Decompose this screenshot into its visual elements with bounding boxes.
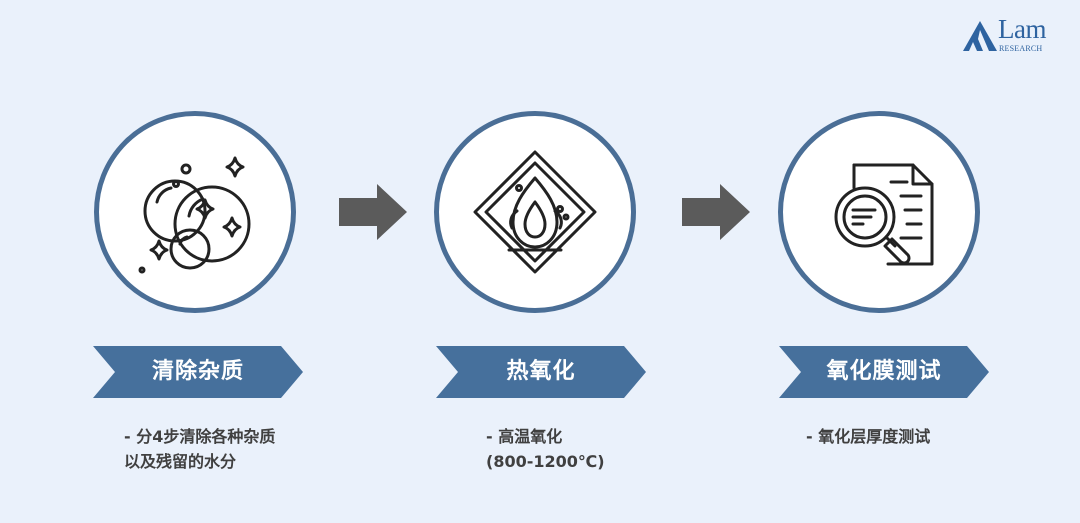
step-2-desc-line-2: (800-1200℃) [486, 452, 605, 471]
step-3-desc-line-1: - 氧化层厚度测试 [806, 427, 931, 446]
step-3-banner: 氧化膜测试 [779, 346, 989, 398]
bubbles-sparkle-icon [138, 156, 251, 274]
step-2-desc-line-1: - 高温氧化 [486, 427, 563, 446]
lam-logo-mark-icon [963, 21, 997, 51]
step-1-desc-line-1: - 分4步清除各种杂质 [124, 427, 276, 446]
step-1-description: - 分4步清除各种杂质 以及残留的水分 [124, 424, 275, 474]
document-magnifier-icon [834, 163, 934, 266]
step-3-title: 氧化膜测试 [826, 359, 942, 384]
lam-research-logo: Lam RESEARCH [962, 14, 1062, 58]
step-1-desc-line-2: 以及残留的水分 [124, 452, 237, 471]
step-2-title: 热氧化 [506, 359, 576, 384]
step-2-circle [434, 111, 636, 313]
step-2-description: - 高温氧化 (800-1200℃) [486, 424, 605, 474]
step-1-title: 清除杂质 [151, 359, 244, 384]
flow-arrow-2-icon [682, 184, 750, 240]
step-3-description: - 氧化层厚度测试 [806, 424, 930, 449]
flow-arrow-1-icon [339, 184, 407, 240]
logo-subtitle: RESEARCH [999, 44, 1043, 53]
step-1-banner: 清除杂质 [93, 346, 303, 398]
step-1-circle [94, 111, 296, 313]
flame-hazard-icon [473, 150, 597, 274]
logo-name: Lam [998, 14, 1046, 44]
step-3-circle [778, 111, 980, 313]
step-2-banner: 热氧化 [436, 346, 646, 398]
